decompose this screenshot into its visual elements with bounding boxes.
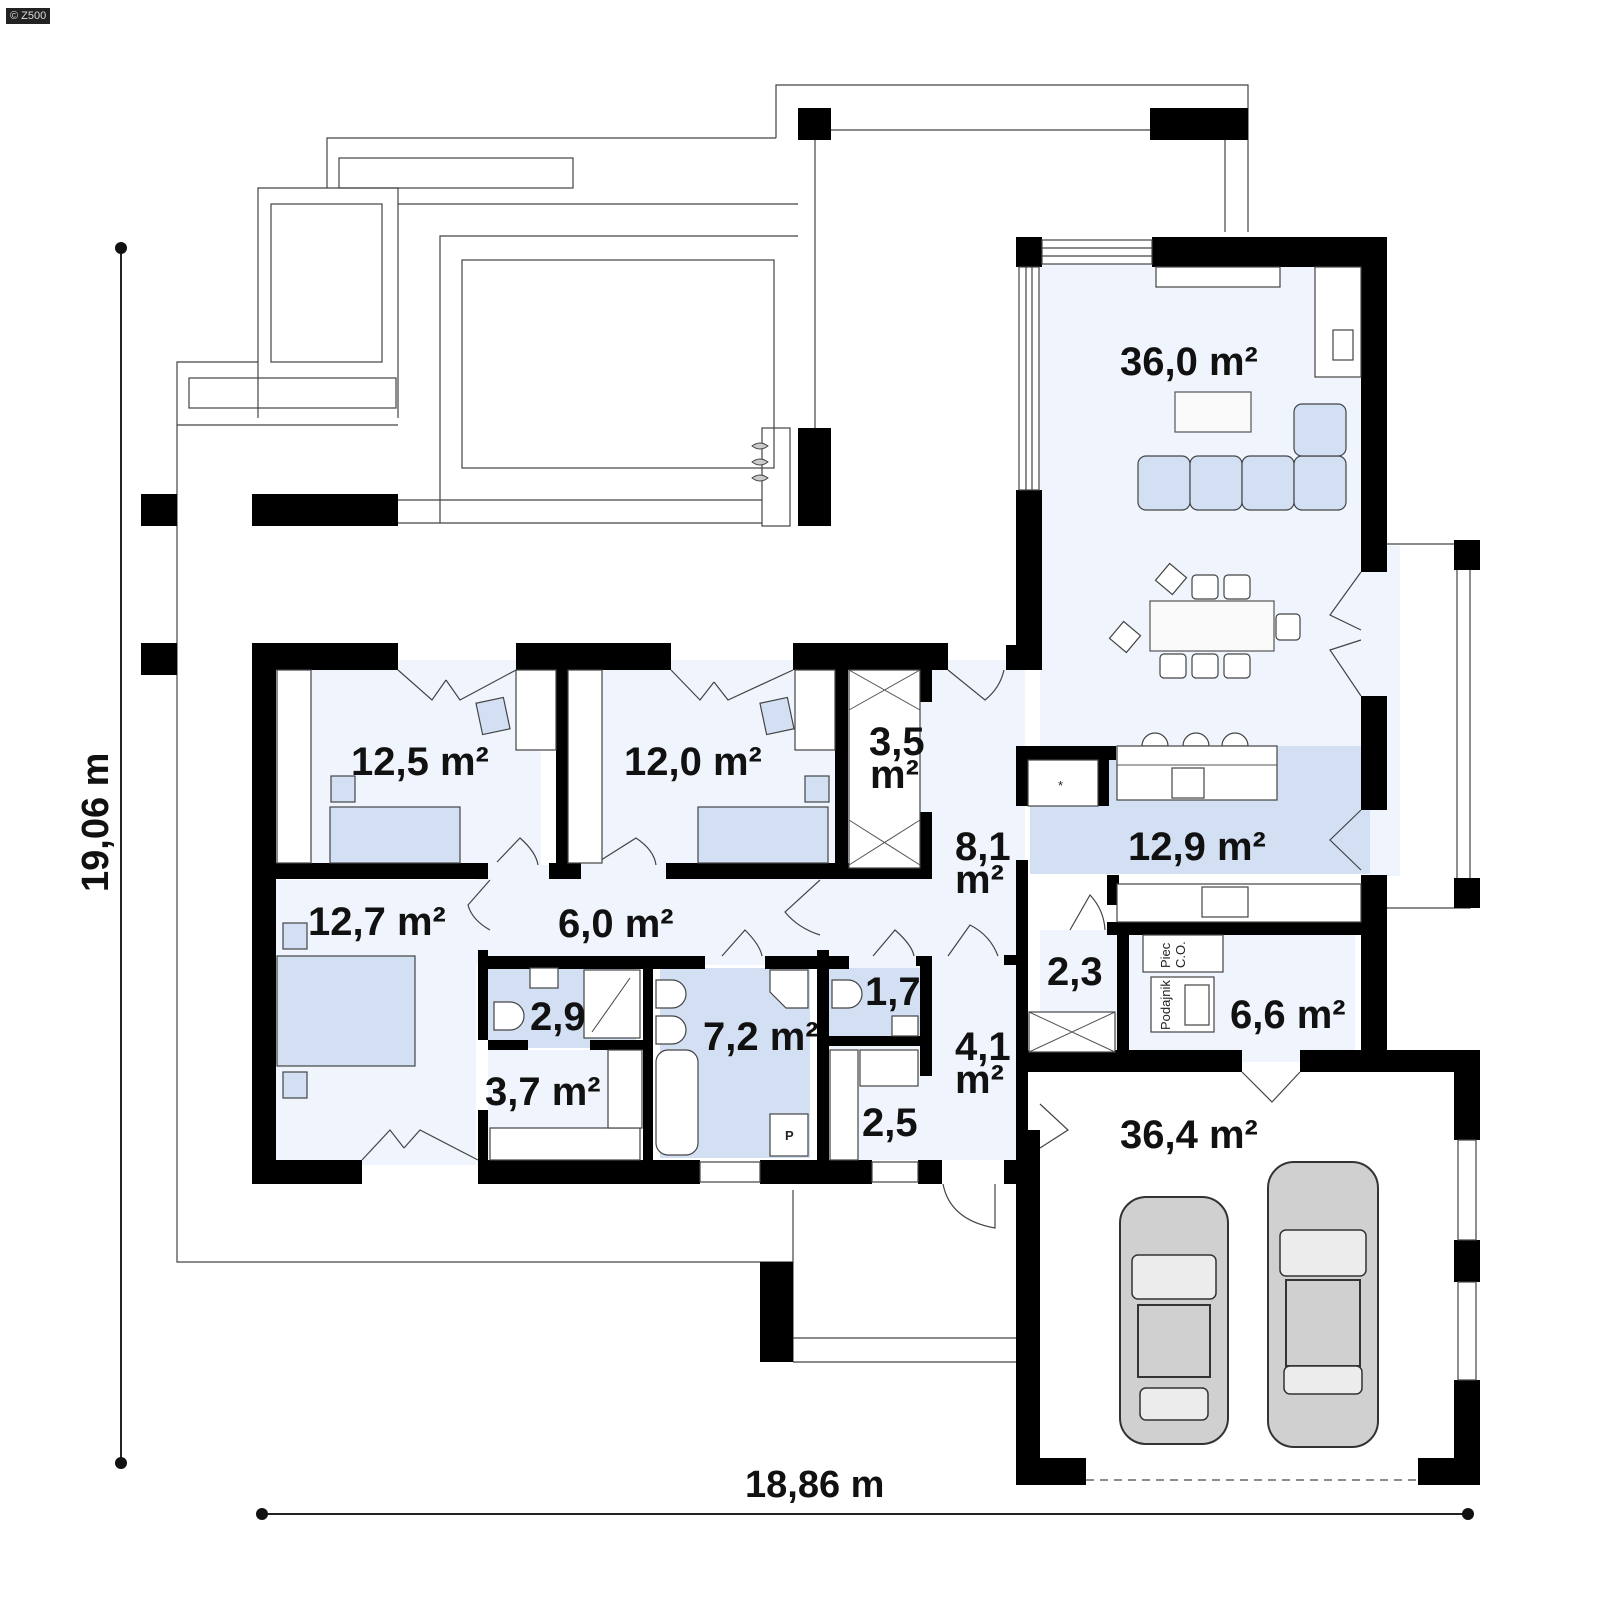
windows [699,239,1477,1381]
dimension-horizontal: 18,86 m [256,1464,1474,1520]
room-area-bedroom-2: 12,0 m² [624,740,762,784]
room-area-vestibule: 4,1 [955,1025,1011,1069]
room-area-corridor: 6,0 m² [558,902,674,946]
feeder-label: Podajnik [1158,980,1173,1030]
car-icon [1119,1196,1229,1445]
room-area-wc-guest: 1,7 [865,970,921,1014]
wardrobe-side [607,1049,643,1129]
wardrobe-shelves [489,1127,641,1161]
bathtub [655,1049,699,1156]
boiler [1142,934,1224,973]
fridge [1027,759,1099,807]
wardrobe-1 [276,669,312,864]
sink-3 [891,1015,919,1037]
furniture: * P [276,266,1362,1161]
pump-box [769,1113,809,1157]
corner-shower [769,969,809,1009]
room-area-wc-small: 2,9 [530,995,586,1039]
room-area-bathroom: 7,2 m² [703,1015,819,1059]
toilet-1 [493,1001,525,1031]
height-dimension-label: 19,06 m [75,753,117,892]
storage-shelves [829,1049,859,1161]
sink-1 [529,967,559,989]
pool [461,259,775,469]
toilet-2 [655,979,687,1009]
sink [1201,886,1249,918]
room-labels: 36,0 m² 12,9 m² 12,5 m² 12,0 m² 3,5 m² 8… [308,340,1346,1157]
doors [361,571,1362,1229]
coffee-table [1174,391,1252,433]
width-dimension-label: 18,86 m [745,1464,884,1506]
storage-rack [859,1049,919,1087]
room-area-garage: 36,4 m² [1120,1113,1258,1157]
desk-1 [515,669,557,751]
master-nightstand-2 [282,1071,308,1099]
room-area-closet-unit: m² [870,753,919,797]
nightstand-1 [330,775,356,803]
master-bed [276,955,416,1067]
room-area-bedroom-1: 12,5 m² [351,740,489,784]
room-area-wardrobe: 3,7 m² [485,1070,601,1114]
nightstand-2 [804,775,830,803]
desk-chair-1 [475,696,511,736]
desk-chair-2 [759,696,795,736]
room-area-master-bedroom: 12,7 m² [308,900,446,944]
dimension-vertical: 19,06 m [75,242,127,1469]
room-area-boiler-room: 6,6 m² [1230,993,1346,1037]
room-area-hall-unit: m² [955,858,1004,902]
room-area-storage: 2,5 [862,1101,918,1145]
room-area-living: 36,0 m² [1120,340,1258,384]
room-area-hall: 8,1 [955,825,1011,869]
wardrobe-2 [567,669,603,864]
cooktop [1171,767,1205,799]
waterfall-icon [751,442,769,482]
toilet-3 [831,979,863,1009]
sofa [1137,403,1347,511]
watermark: © Z500 [6,8,51,24]
boiler-label-2: C.O. [1173,941,1188,968]
fireplace [1332,329,1354,361]
room-area-closet: 3,5 [869,720,925,764]
pump-label: P [785,1128,794,1143]
bidet [655,1015,687,1045]
bed-1 [329,806,461,864]
dining-chairs [1108,562,1301,679]
car-icon [1267,1161,1379,1448]
room-area-kitchen: 12,9 m² [1128,825,1266,869]
dining-table [1149,600,1275,652]
room-area-pantry: 2,3 [1047,950,1103,994]
fridge-marker: * [1058,778,1063,793]
tv-unit [1155,266,1281,288]
bed-2 [697,806,829,864]
terrace-outlines [176,84,1471,1363]
room-area-vestibule-unit: m² [955,1058,1004,1102]
desk-2 [794,669,836,751]
boiler-label-1: Piec [1158,942,1173,968]
master-nightstand-1 [282,922,308,950]
